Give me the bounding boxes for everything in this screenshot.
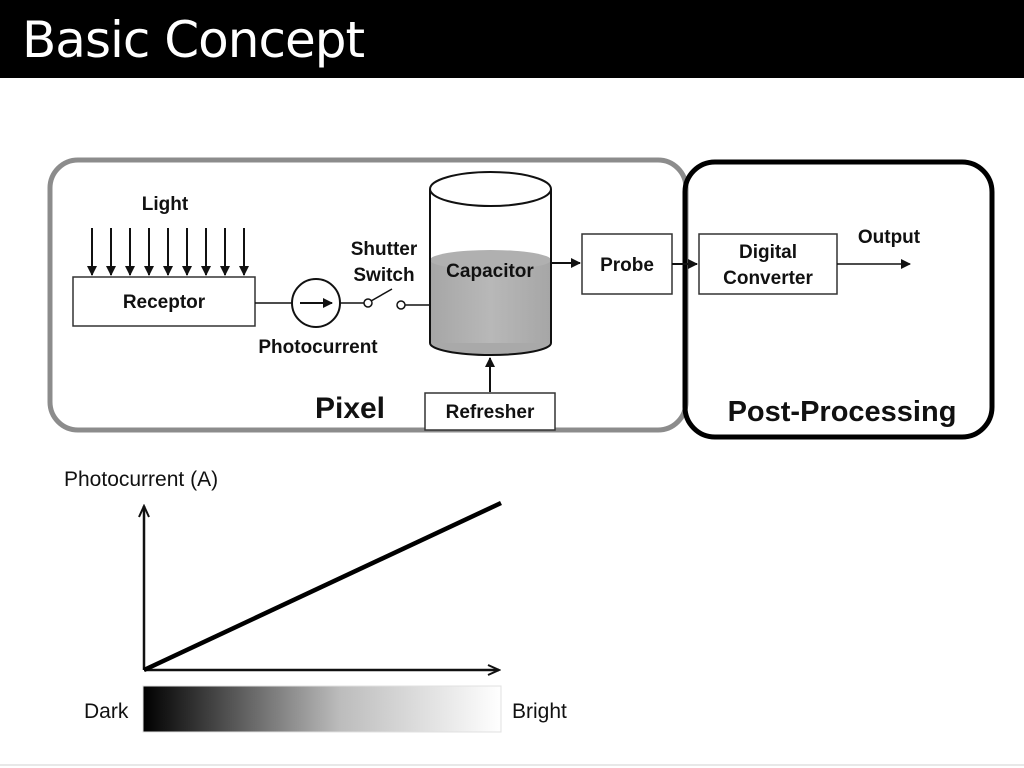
capacitor-level <box>430 250 551 270</box>
dark-label: Dark <box>84 700 129 723</box>
switch-contact <box>396 300 406 310</box>
title-bar: Basic Concept <box>0 0 1024 78</box>
slide-title: Basic Concept <box>22 11 365 69</box>
dark-bright-gradient-bar <box>142 685 502 733</box>
switch-lever <box>370 288 393 302</box>
capacitor <box>429 171 552 356</box>
converter-box <box>698 233 838 295</box>
switch-contact <box>363 298 373 308</box>
pixel-label: Pixel <box>315 392 385 425</box>
receptor-label: Receptor <box>123 292 206 313</box>
light-arrows <box>87 228 249 276</box>
receptor-box <box>72 276 256 327</box>
refresher-box <box>424 392 556 431</box>
shutter-label-line1: Shutter <box>351 239 418 260</box>
y-axis-label: Photocurrent (A) <box>64 468 218 491</box>
probe-box <box>581 233 673 295</box>
converter-label-line2: Converter <box>723 268 813 289</box>
capacitor-top <box>429 171 552 207</box>
post-processing-label: Post-Processing <box>728 396 957 428</box>
refresher-label: Refresher <box>446 402 535 423</box>
converter-label-line1: Digital <box>739 242 797 263</box>
probe-label: Probe <box>600 255 654 276</box>
shutter-label-line2: Switch <box>353 265 414 286</box>
capacitor-label: Capacitor <box>446 261 534 282</box>
output-label: Output <box>858 227 921 248</box>
photocurrent-trend-line <box>143 500 502 673</box>
post-processing-container <box>682 159 995 440</box>
light-label: Light <box>142 194 189 215</box>
capacitor-fill-body <box>430 260 551 343</box>
bright-label: Bright <box>512 700 567 723</box>
photocurrent-label: Photocurrent <box>258 337 378 358</box>
